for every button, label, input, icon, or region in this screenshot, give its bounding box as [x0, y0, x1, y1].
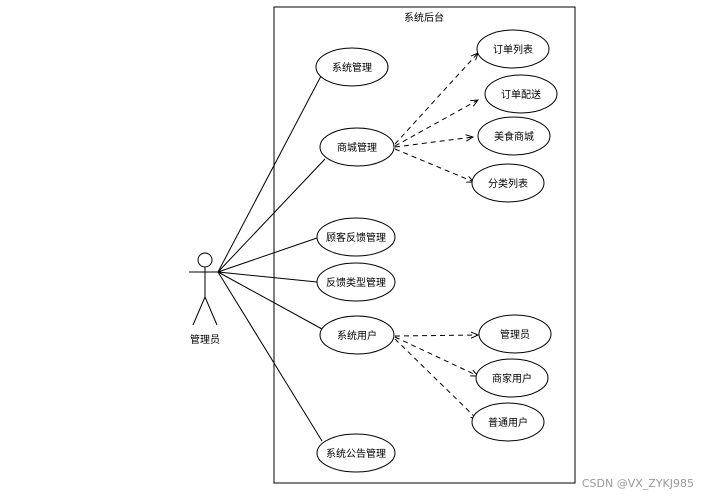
system-boundary — [273, 6, 576, 484]
use-case-ellipse — [471, 402, 545, 442]
assoc-system-manage — [217, 75, 322, 273]
use-case-merchant-user: 商家用户 — [475, 358, 549, 398]
use-case-label: 管理员 — [500, 328, 530, 341]
dep-order-list — [394, 53, 478, 145]
mall-dependencies — [394, 53, 478, 182]
use-case-label: 普通用户 — [488, 416, 528, 429]
actor-left-leg — [192, 296, 206, 326]
dep-category-list — [394, 148, 474, 182]
use-case-ellipse — [471, 163, 545, 203]
use-case-system-manage: 系统管理 — [315, 47, 389, 87]
use-case-label: 订单配送 — [501, 88, 541, 101]
dep-admin-user — [394, 335, 478, 336]
use-case-ellipse — [316, 262, 396, 302]
assoc-feedback-type-manage — [217, 271, 318, 283]
use-case-label: 系统用户 — [337, 329, 377, 342]
use-case-label: 商家用户 — [492, 372, 532, 385]
use-case-label: 反馈类型管理 — [326, 276, 386, 289]
use-case-ellipse — [315, 47, 389, 87]
assoc-feedback-manage — [217, 237, 318, 273]
users-dependencies — [394, 335, 478, 420]
use-case-admin-user: 管理员 — [478, 314, 552, 354]
use-case-label: 顾客反馈管理 — [326, 231, 386, 244]
use-case-system-users: 系统用户 — [319, 315, 395, 355]
assoc-notice-manage — [217, 271, 323, 442]
use-case-ellipse — [475, 358, 549, 398]
assoc-system-users — [217, 271, 323, 330]
actor-label: 管理员 — [190, 333, 220, 346]
use-case-label: 系统公告管理 — [326, 447, 386, 460]
actor-associations — [217, 75, 326, 442]
use-case-label: 订单列表 — [493, 43, 533, 56]
use-case-ellipse — [476, 29, 550, 69]
use-case-label: 系统管理 — [332, 61, 372, 74]
use-case-category-list: 分类列表 — [471, 163, 545, 203]
dep-normal-user — [394, 338, 478, 420]
use-case-feedback-type-manage: 反馈类型管理 — [316, 262, 396, 302]
use-case-food-mall: 美食商城 — [477, 116, 551, 156]
dep-food-mall — [394, 137, 473, 148]
actor-head — [197, 252, 213, 268]
use-case-order-delivery: 订单配送 — [484, 74, 558, 114]
use-case-notice-manage: 系统公告管理 — [316, 433, 396, 473]
use-case-ellipse — [316, 217, 396, 257]
watermark: CSDN @VX_ZYKJ985 — [582, 477, 694, 490]
assoc-mall-manage — [217, 158, 326, 273]
actor-admin: 管理员 — [189, 252, 221, 346]
use-case-normal-user: 普通用户 — [471, 402, 545, 442]
use-case-label: 商城管理 — [337, 141, 377, 154]
use-case-ellipse — [319, 315, 395, 355]
use-case-ellipse — [477, 116, 551, 156]
actor-right-leg — [204, 296, 218, 326]
use-case-ellipse — [319, 127, 395, 167]
use-case-label: 美食商城 — [494, 130, 534, 143]
system-title: 系统后台 — [404, 11, 444, 24]
dep-order-delivery — [394, 100, 478, 147]
use-case-label: 分类列表 — [488, 177, 528, 190]
use-case-mall-manage: 商城管理 — [319, 127, 395, 167]
use-case-feedback-manage: 顾客反馈管理 — [316, 217, 396, 257]
use-case-ellipse — [316, 433, 396, 473]
use-case-ellipse — [478, 314, 552, 354]
use-case-ellipse — [484, 74, 558, 114]
use-case-order-list: 订单列表 — [476, 29, 550, 69]
dep-merchant-user — [394, 336, 478, 376]
